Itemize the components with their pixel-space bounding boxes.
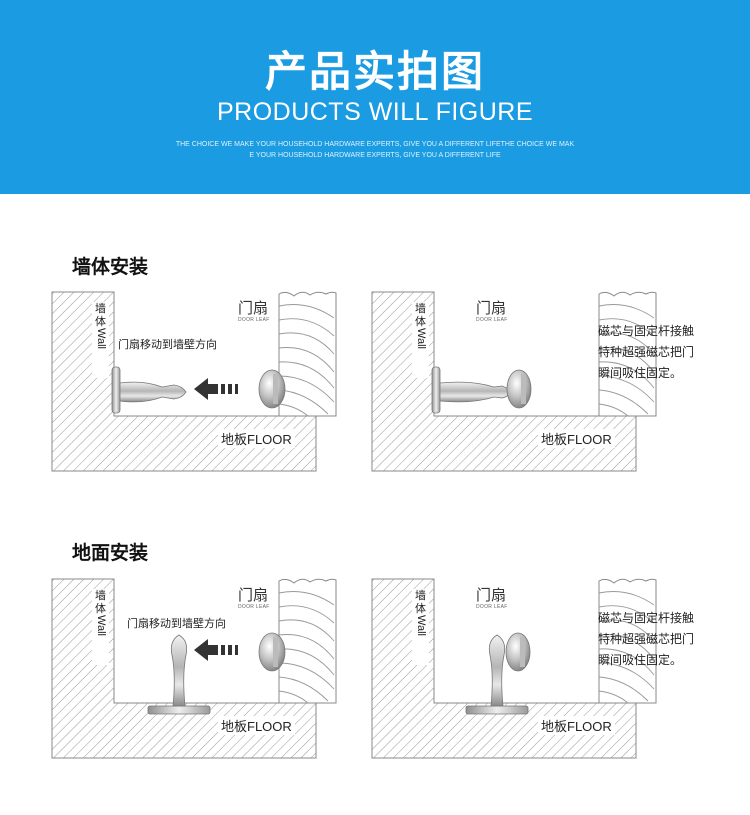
floor-label: 地板FLOOR: [538, 716, 615, 735]
banner-title: 产品实拍图: [264, 47, 485, 96]
fixed-description: 磁芯与固定杆接触 特种超强磁芯把门 瞬间吸住固定。: [598, 611, 695, 667]
direction-arrow-icon: [194, 639, 238, 661]
diagram-floor-mount-fixed-drawing: [371, 578, 657, 759]
diagram-wall-mount-moving: 墙体 Wall 门扇 DOOR LEAF 门扇移动到墙壁方向 地板FLOOR: [48, 288, 338, 478]
wall-label: 墙体 Wall: [412, 589, 429, 665]
floor-stopper-icon: [147, 634, 211, 715]
section-title-wall-mount: 墙体安装: [72, 256, 149, 278]
door-magnet-icon: [505, 632, 531, 672]
fixed-description: 磁芯与固定杆接触 特种超强磁芯把门 瞬间吸住固定。: [598, 324, 695, 380]
diagram-floor-mount-moving: 墙体 Wall 门扇 DOOR LEAF 门扇移动到墙壁方向 地板FLOOR: [48, 575, 338, 765]
floor-label: 地板FLOOR: [538, 429, 615, 448]
move-direction-label: 门扇移动到墙壁方向: [127, 615, 226, 631]
diagram-floor-mount-fixed: 墙体 Wall 门扇 DOOR LEAF 地板FLOOR: [368, 575, 658, 765]
floor-label: 地板FLOOR: [218, 716, 295, 735]
diagram-wall-mount-fixed-drawing: [371, 291, 657, 472]
wall-stopper-icon: [431, 366, 511, 414]
door-leaf-label: 门扇 DOOR LEAF: [476, 299, 508, 324]
floor-stopper-icon: [465, 634, 529, 715]
door-leaf-label: 门扇 DOOR LEAF: [238, 586, 270, 611]
door-magnet-icon: [258, 632, 286, 672]
diagram-floor-mount-moving-drawing: [51, 578, 337, 759]
wall-label: 墙体 Wall: [92, 589, 109, 665]
door-leaf-label: 门扇 DOOR LEAF: [476, 586, 508, 611]
floor-label: 地板FLOOR: [218, 429, 295, 448]
header-banner: 产品实拍图 PRODUCTS WILL FIGURE THE CHOICE WE…: [0, 0, 750, 194]
diagram-wall-mount-moving-drawing: [51, 291, 337, 472]
wall-stopper-icon: [111, 366, 187, 414]
door-leaf-label: 门扇 DOOR LEAF: [238, 299, 270, 324]
wall-label: 墙体 Wall: [412, 302, 429, 378]
diagram-wall-mount-fixed: 墙体 Wall 门扇 DOOR LEAF 地板FLOOR: [368, 288, 658, 478]
banner-slogan-line-2: E YOUR HOUSEHOLD HARDWARE EXPERTS, GIVE …: [249, 152, 501, 159]
banner-subtitle: PRODUCTS WILL FIGURE: [216, 98, 534, 126]
wall-label: 墙体 Wall: [92, 302, 109, 378]
banner-slogan-line-1: THE CHOICE WE MAKE YOUR HOUSEHOLD HARDWA…: [175, 141, 575, 148]
door-magnet-icon: [506, 369, 532, 409]
section-title-floor-mount: 地面安装: [72, 542, 149, 564]
direction-arrow-icon: [194, 378, 238, 400]
move-direction-label: 门扇移动到墙壁方向: [118, 336, 217, 352]
door-magnet-icon: [258, 369, 286, 409]
